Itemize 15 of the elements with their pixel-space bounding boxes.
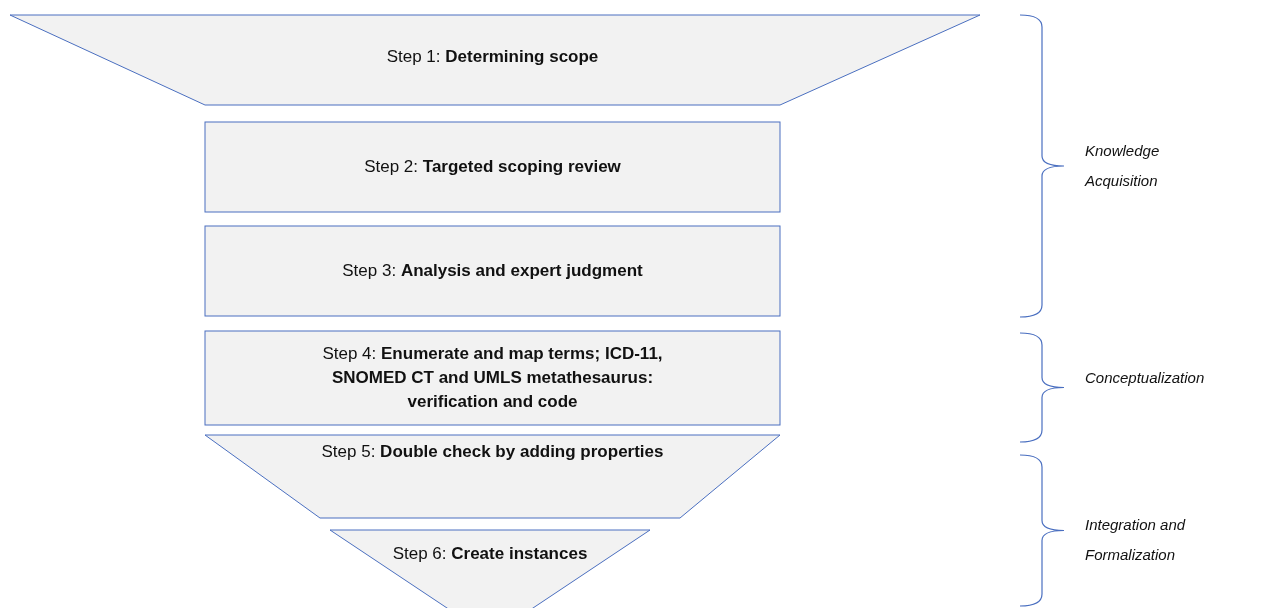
step-label: Step 4: Enumerate and map terms; ICD-11, SNOMED CT and UMLS metathesaurus: verification and code: [321, 343, 664, 413]
phase-label: Conceptualization: [1085, 368, 1206, 388]
step-label: Step 6: Create instances: [391, 543, 589, 565]
process-box: [205, 122, 780, 212]
step-label: Step 3: Analysis and expert judgment: [341, 260, 644, 282]
step-label: Step 1: Determining scope: [385, 46, 600, 68]
step-label: Step 5: Double check by adding properties: [320, 441, 665, 463]
phase-label: Integration and Formalization: [1085, 515, 1187, 565]
funnel-trapezoid: [330, 530, 650, 608]
step-label: Step 2: Targeted scoping review: [363, 156, 622, 178]
phase-label: Knowledge Acquisition: [1085, 141, 1161, 191]
process-box: [205, 226, 780, 316]
funnel-trapezoid: [10, 15, 980, 105]
process-box: [205, 331, 780, 425]
funnel-trapezoid: [205, 435, 780, 518]
